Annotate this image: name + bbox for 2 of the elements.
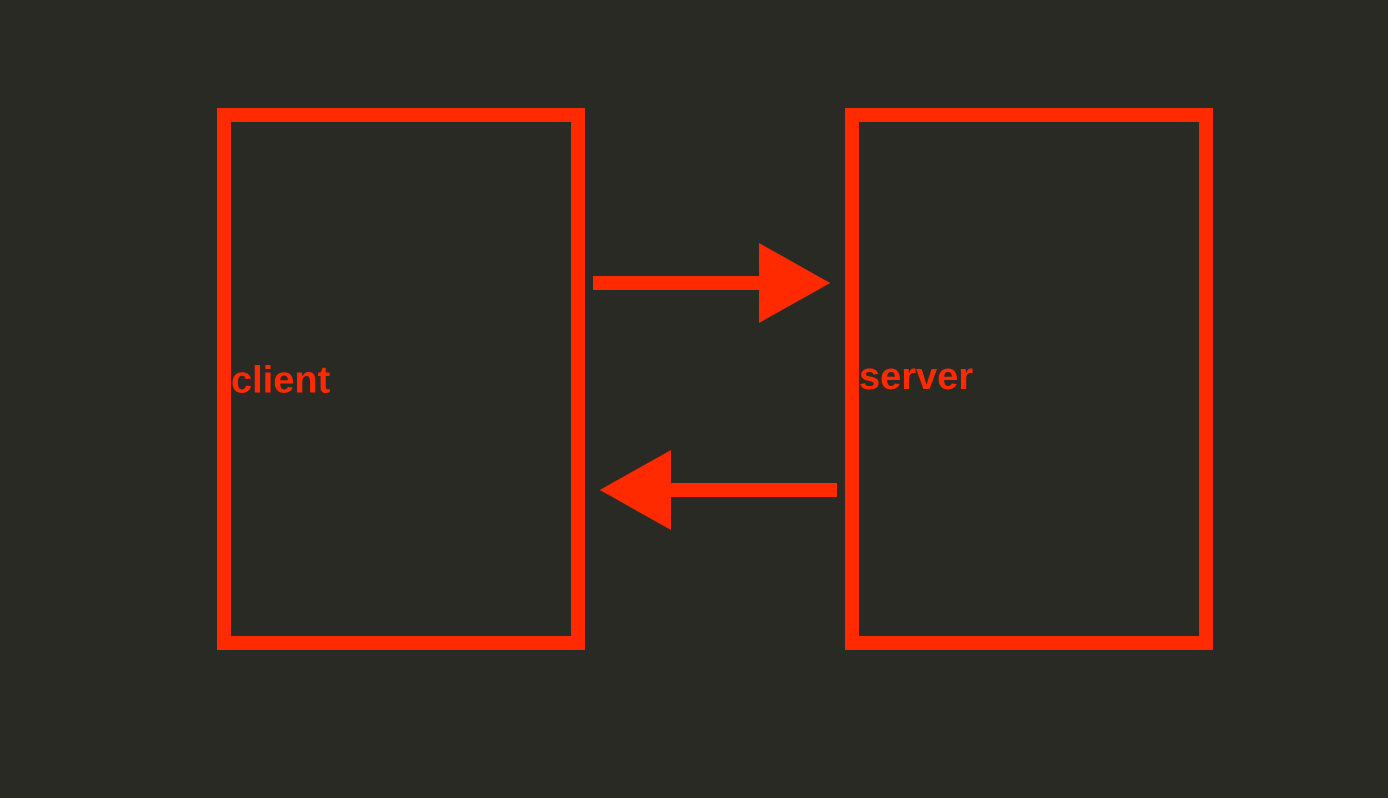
process-box: client [217,108,585,650]
process-box: server [845,108,1213,650]
